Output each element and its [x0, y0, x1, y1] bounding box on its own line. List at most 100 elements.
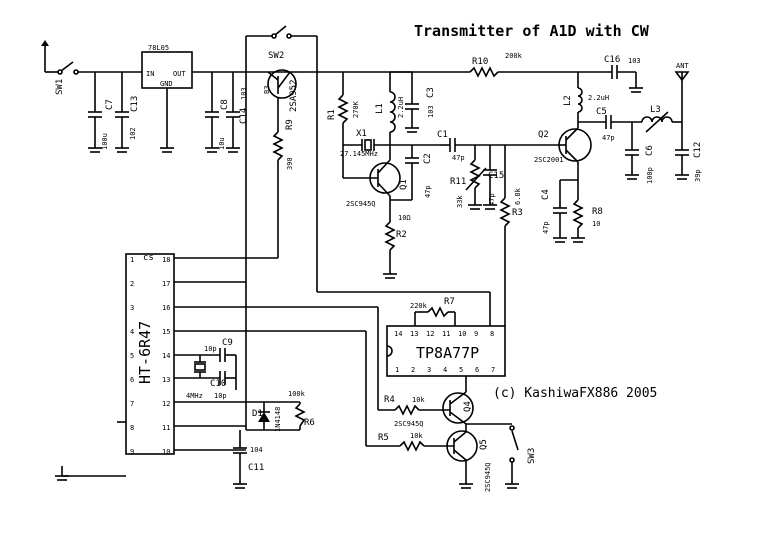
resistor-r2: R2 10Ω [383, 196, 411, 279]
resistor-r11: R11 33k [450, 145, 487, 210]
c15-value: 47p [488, 193, 496, 206]
key-switch-sw3[interactable]: SW3 [466, 423, 537, 489]
pic-pin-number: 4 [130, 328, 134, 336]
c7-label: C7 [105, 99, 115, 110]
c5-label: C5 [596, 107, 607, 117]
c1-label: C1 [437, 130, 448, 140]
c8-value: 10u [218, 137, 226, 150]
tp-pin-number: 5 [459, 366, 463, 374]
c6-value: 100p [646, 167, 654, 184]
resistor-r4: R4 10k [384, 395, 450, 416]
capacitor-c11: C11 104 [233, 430, 264, 489]
capacitor-c2: C2 47p [390, 145, 433, 201]
pic-pin-number: 16 [162, 304, 170, 312]
inductor-l3: L3 [641, 105, 682, 133]
ic-tp-part: TP8A77P [416, 344, 479, 362]
crystal-4mhz: 4MHz [174, 354, 206, 400]
regulator-gnd: GND [160, 80, 173, 88]
capacitor-c9: C9 10p [200, 338, 236, 362]
pic-pin-number: 6 [130, 376, 134, 384]
sw2-label: SW2 [268, 51, 284, 61]
r2-value: 10Ω [398, 214, 411, 222]
r3-value: 6.8k [514, 187, 522, 205]
resistor-r5: R5 10k [378, 432, 454, 452]
pic-pin-number: 7 [130, 400, 134, 408]
capacitor-c13: C13 102 [115, 72, 140, 153]
c10-label: C10 [210, 379, 226, 389]
tp-pin-number: 6 [475, 366, 479, 374]
ic-pic-part: HT-6R47 [136, 321, 154, 384]
transistor-2sa952: B3 2SA952 [263, 69, 299, 132]
tp-pin-number: 11 [442, 330, 450, 338]
pic-pin-number: 14 [162, 352, 170, 360]
capacitor-c16: C16 103 [604, 55, 643, 93]
regulator-part: 78L05 [148, 44, 169, 52]
c13-label: C13 [130, 96, 140, 112]
r4-label: R4 [384, 395, 395, 405]
ic-pic-mark: cs [143, 253, 154, 263]
c3-value: 103 [427, 105, 435, 118]
crystal-x1: X1 27.145MHz [340, 129, 440, 158]
pic-pin-number: 8 [130, 424, 134, 432]
c5-value: 47p [602, 134, 615, 142]
r4-value: 10k [412, 396, 425, 404]
switch-sw2[interactable]: SW2 [245, 25, 318, 72]
power-switch-sw1[interactable]: SW1 [41, 40, 79, 95]
l3-label: L3 [650, 105, 661, 115]
regulator-in: IN [146, 70, 154, 78]
tp-pin-number: 8 [490, 330, 494, 338]
sw3-label: SW3 [527, 448, 537, 464]
antenna: ANT C12 39p [674, 62, 703, 182]
sw2tr-pin: B3 [263, 86, 271, 94]
l1-value: 2.2uH [397, 97, 405, 118]
resistor-r3: R3 6.8k [499, 145, 523, 280]
tp-pin-number: 3 [427, 366, 431, 374]
tp-pin-number: 1 [395, 366, 399, 374]
transistor-q5: Q5 2SC945Q [446, 430, 492, 492]
tp-pin-number: 7 [491, 366, 495, 374]
c12-label: C12 [693, 142, 703, 158]
r3-label: R3 [512, 208, 523, 218]
c1-value: 47p [452, 154, 465, 162]
resistor-r9: R9 390 [272, 119, 295, 258]
resistor-r1: R1 270K [327, 94, 360, 145]
pic-pin-number: 18 [162, 256, 170, 264]
pic-pin-number: 12 [162, 400, 170, 408]
capacitor-c14: C14 103 [226, 72, 249, 153]
transistor-q2: Q2 2SC2001 [534, 127, 592, 164]
r10-value: 200k [505, 52, 523, 60]
capacitor-c3: C3 103 [390, 71, 436, 133]
crystal2-value: 4MHz [186, 392, 203, 400]
r11-value: 33k [456, 195, 464, 208]
sw1-label: SW1 [55, 79, 65, 95]
c9-label: C9 [222, 338, 233, 348]
q5-label: Q5 [479, 439, 489, 450]
c10-value: 10p [214, 392, 227, 400]
d1-label: D1 [252, 409, 263, 419]
l1-label: L1 [375, 103, 385, 114]
r8-label: R8 [592, 207, 603, 217]
pic-pin-number: 15 [162, 328, 170, 336]
resistor-r6: R6 100k [246, 390, 315, 431]
pic-pin-number: 11 [162, 424, 170, 432]
tp-pin-number: 9 [474, 330, 478, 338]
r2-label: R2 [396, 230, 407, 240]
c13-value: 102 [129, 127, 137, 140]
capacitor-c8: C8 10u [205, 72, 230, 153]
pic-pin-number: 1 [130, 256, 134, 264]
antenna-label: ANT [676, 62, 689, 70]
capacitor-c5: C5 47p [578, 107, 642, 142]
l2-value: 2.2uH [588, 94, 609, 102]
q2-part: 2SC2001 [534, 156, 564, 164]
c4-value: 47p [542, 221, 550, 234]
r10-label: R10 [472, 57, 488, 67]
capacitor-c15: C15 47p [483, 145, 504, 210]
transistor-q4: Q4 2SC945Q [394, 376, 474, 430]
inductor-l1: L1 2.2uH [375, 72, 405, 145]
schematic-title: Transmitter of A1D with CW [414, 22, 650, 40]
x1-label: X1 [356, 129, 367, 139]
q1-label: Q1 [399, 179, 409, 190]
pic-pin-number: 2 [130, 280, 134, 288]
